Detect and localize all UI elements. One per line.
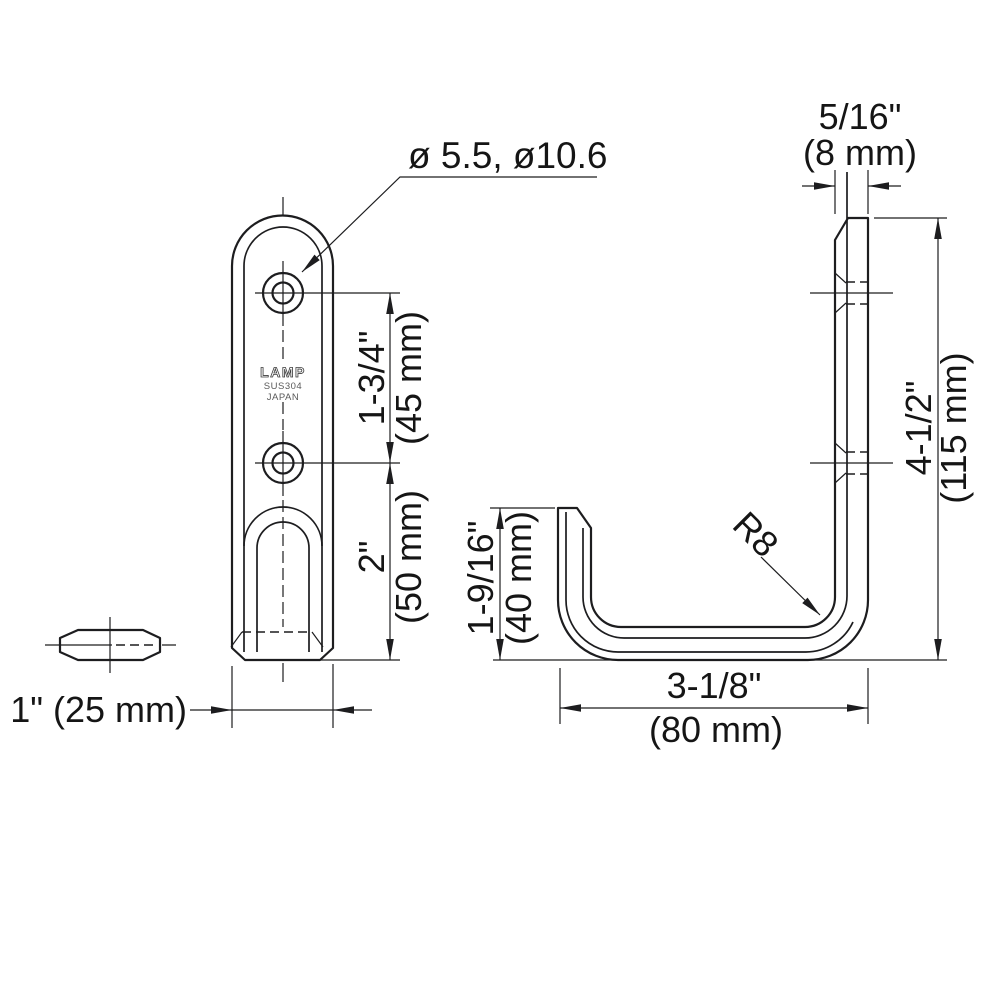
- callout-underline: [301, 176, 597, 273]
- country-label: JAPAN: [267, 392, 299, 403]
- dim-arrow: [386, 639, 394, 660]
- dim-arrow: [333, 706, 354, 714]
- thickness-inches: 5/16": [819, 96, 902, 137]
- upper-hole-countersink-marks: [834, 272, 847, 314]
- hole-diameter-label: ø 5.5, ø10.6: [408, 135, 608, 176]
- front-view-dimensions: 1-3/4" (45 mm) 2" (50 mm) 1" (25 mm): [10, 293, 429, 730]
- depth-extension-lines: [559, 668, 869, 724]
- thickness-mm: (8 mm): [803, 132, 917, 173]
- hook-length-inches: 2": [351, 541, 392, 574]
- bend-radius-label: R8: [725, 503, 787, 565]
- dim-arrow: [211, 706, 232, 714]
- plate-inner-contour: [243, 226, 323, 652]
- hole-diameter-callout: ø 5.5, ø10.6: [299, 135, 608, 275]
- lip-height-inches: 1-9/16": [460, 521, 501, 636]
- hook-profile-outline: [556, 216, 870, 662]
- dim-arrow: [386, 293, 394, 314]
- top-view-outline: [58, 628, 162, 662]
- dim-arrow: [847, 704, 868, 712]
- dim-arrow: [386, 463, 394, 484]
- top-hole-crosshair: [255, 261, 400, 326]
- bottom-chamfer-left: [230, 631, 243, 648]
- side-view: [556, 172, 893, 662]
- bottom-hole-crosshair: [255, 431, 400, 496]
- bend-radius-callout: R8: [725, 503, 823, 618]
- bottom-chamfer-right: [311, 631, 324, 648]
- lower-hole-countersink-marks: [834, 442, 847, 484]
- height-inches: 4-1/2": [898, 381, 939, 476]
- side-view-dimensions: 5/16" (8 mm) 4-1/2" (115 mm) 1-9/16" (40…: [460, 96, 974, 750]
- width-extension-lines: [231, 664, 334, 728]
- chamfer-edge-outer: [565, 512, 854, 653]
- height-mm: (115 mm): [933, 352, 974, 503]
- top-view-crosshair: [45, 617, 176, 673]
- hook-length-mm: (50 mm): [388, 490, 429, 624]
- lip-height-mm: (40 mm): [498, 511, 539, 645]
- depth-inches: 3-1/8": [667, 665, 762, 706]
- depth-mm: (80 mm): [649, 709, 783, 750]
- width-label: 1" (25 mm): [10, 689, 187, 730]
- dim-arrow: [868, 182, 889, 190]
- dim-arrow: [814, 182, 835, 190]
- hole-spacing-inches: 1-3/4": [351, 331, 392, 426]
- dim-arrow: [934, 639, 942, 660]
- plate-outline: [230, 214, 335, 662]
- material-label: SUS304: [264, 381, 302, 392]
- upper-hole-hidden-lines: [846, 281, 867, 305]
- lower-hole-hidden-lines: [846, 451, 867, 475]
- dim-arrow: [560, 704, 581, 712]
- dim-arrow: [934, 218, 942, 239]
- top-view: [45, 617, 176, 673]
- front-view: LAMP SUS304 JAPAN: [230, 197, 400, 682]
- thickness-extension-lines: [834, 170, 869, 214]
- chamfer-edge-inner: [582, 172, 848, 639]
- hole-spacing-mm: (45 mm): [388, 311, 429, 445]
- brand-label: LAMP: [260, 364, 306, 380]
